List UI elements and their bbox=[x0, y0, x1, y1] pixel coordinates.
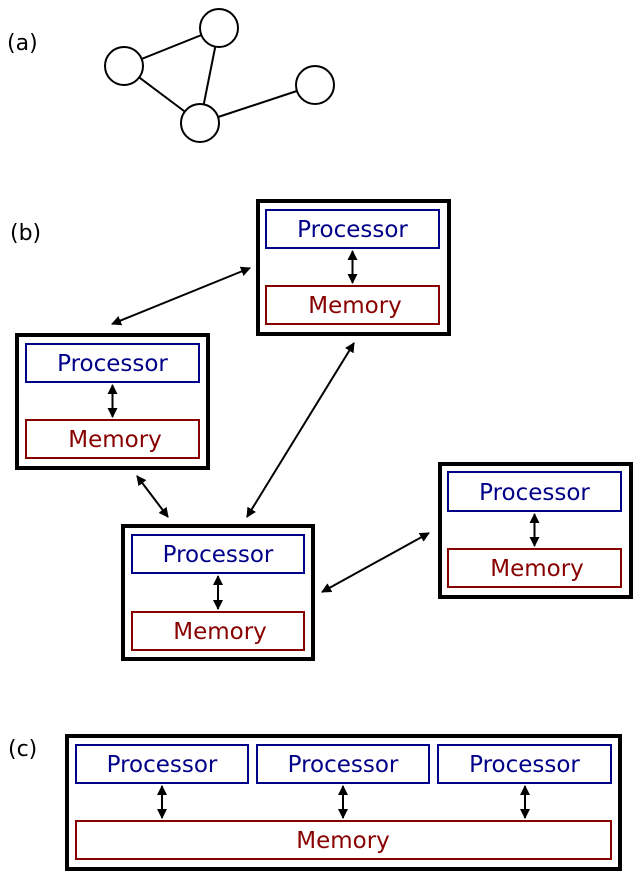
memory-box bbox=[265, 285, 440, 325]
shared-memory-box bbox=[75, 820, 612, 860]
unit-left: Processor Memory bbox=[15, 333, 210, 470]
processor-label: Processor bbox=[163, 542, 274, 568]
processor-label: Processor bbox=[469, 752, 580, 778]
panel-a-label: (a) bbox=[7, 31, 38, 56]
panel-c-label: (c) bbox=[8, 737, 37, 762]
memory-label: Memory bbox=[173, 619, 267, 645]
processor-label: Processor bbox=[107, 752, 218, 778]
panel-b-label: (b) bbox=[10, 221, 41, 246]
processor-box bbox=[131, 534, 305, 574]
processor-box bbox=[437, 744, 612, 784]
unit-center: Processor Memory bbox=[121, 524, 315, 661]
memory-box bbox=[25, 419, 200, 459]
processor-label: Processor bbox=[288, 752, 399, 778]
memory-label: Memory bbox=[490, 556, 584, 582]
processor-box bbox=[75, 744, 249, 784]
processor-label: Processor bbox=[297, 217, 408, 243]
memory-box bbox=[131, 611, 305, 651]
graph-node bbox=[295, 65, 335, 105]
processor-box bbox=[265, 209, 440, 249]
shared-memory-system: Processor Processor Processor Memory bbox=[65, 734, 622, 871]
processor-label: Processor bbox=[479, 480, 590, 506]
unit-top: Processor Memory bbox=[256, 199, 451, 336]
graph-edge bbox=[199, 84, 316, 124]
graph-node bbox=[104, 46, 144, 86]
unit-right: Processor Memory bbox=[438, 462, 633, 599]
memory-label: Memory bbox=[308, 293, 402, 319]
memory-box bbox=[447, 548, 622, 588]
processor-box bbox=[447, 471, 622, 512]
memory-label: Memory bbox=[68, 427, 162, 453]
graph-a bbox=[104, 8, 335, 143]
processor-box bbox=[256, 744, 430, 784]
processor-box bbox=[25, 343, 200, 383]
link-left-top bbox=[111, 266, 251, 326]
graph-node bbox=[199, 8, 239, 48]
graph-node bbox=[180, 103, 220, 143]
link-top-center bbox=[246, 342, 355, 518]
link-center-right bbox=[321, 532, 430, 593]
shared-memory-label: Memory bbox=[296, 828, 390, 854]
processor-label: Processor bbox=[57, 351, 168, 377]
link-left-center bbox=[136, 475, 169, 518]
